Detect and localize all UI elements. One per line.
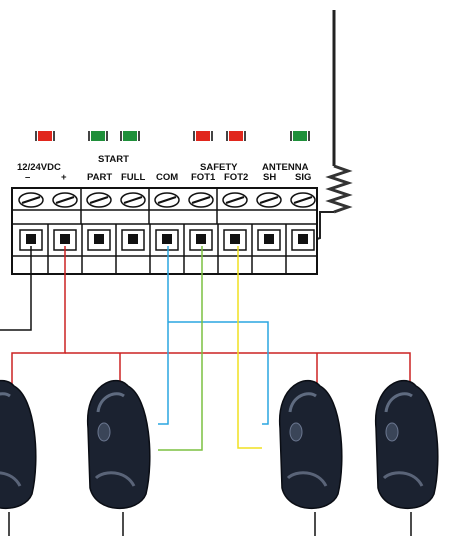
led-full [123, 131, 137, 141]
group-label-start: START [98, 154, 129, 165]
terminal-label-fot1: FOT1 [191, 172, 216, 183]
led-part [91, 131, 105, 141]
photocells [0, 380, 439, 536]
photocell-3 [279, 380, 343, 536]
photocell-2 [87, 380, 151, 536]
wires [0, 246, 411, 451]
terminal-label-fot2: FOT2 [224, 172, 248, 183]
wire-green [158, 246, 203, 451]
group-label-safety: SAFETY [200, 162, 238, 173]
terminal-label-minus: – [25, 172, 30, 183]
terminal-label-sig: SIG [295, 172, 311, 183]
terminal-label-full: FULL [121, 172, 145, 183]
group-label-power: 12/24VDC [17, 162, 61, 173]
terminal-label-sh: SH [263, 172, 276, 183]
wire-blue [158, 246, 169, 425]
wire-black [0, 246, 32, 331]
led-fot2 [229, 131, 243, 141]
led-sig [293, 131, 307, 141]
photocell-4 [375, 380, 439, 536]
led-fot1 [196, 131, 210, 141]
status-leds [35, 131, 310, 141]
photocell-1 [0, 380, 37, 536]
terminal-label-part: PART [87, 172, 112, 183]
antenna [313, 10, 353, 241]
terminal-block [11, 187, 318, 275]
group-label-antenna: ANTENNA [262, 162, 309, 173]
wire-red-bus [11, 246, 66, 385]
wire-yellow [237, 246, 262, 449]
terminal-label-com: COM [156, 172, 178, 183]
led-minus [38, 131, 52, 141]
terminal-label-plus: + [61, 172, 67, 183]
